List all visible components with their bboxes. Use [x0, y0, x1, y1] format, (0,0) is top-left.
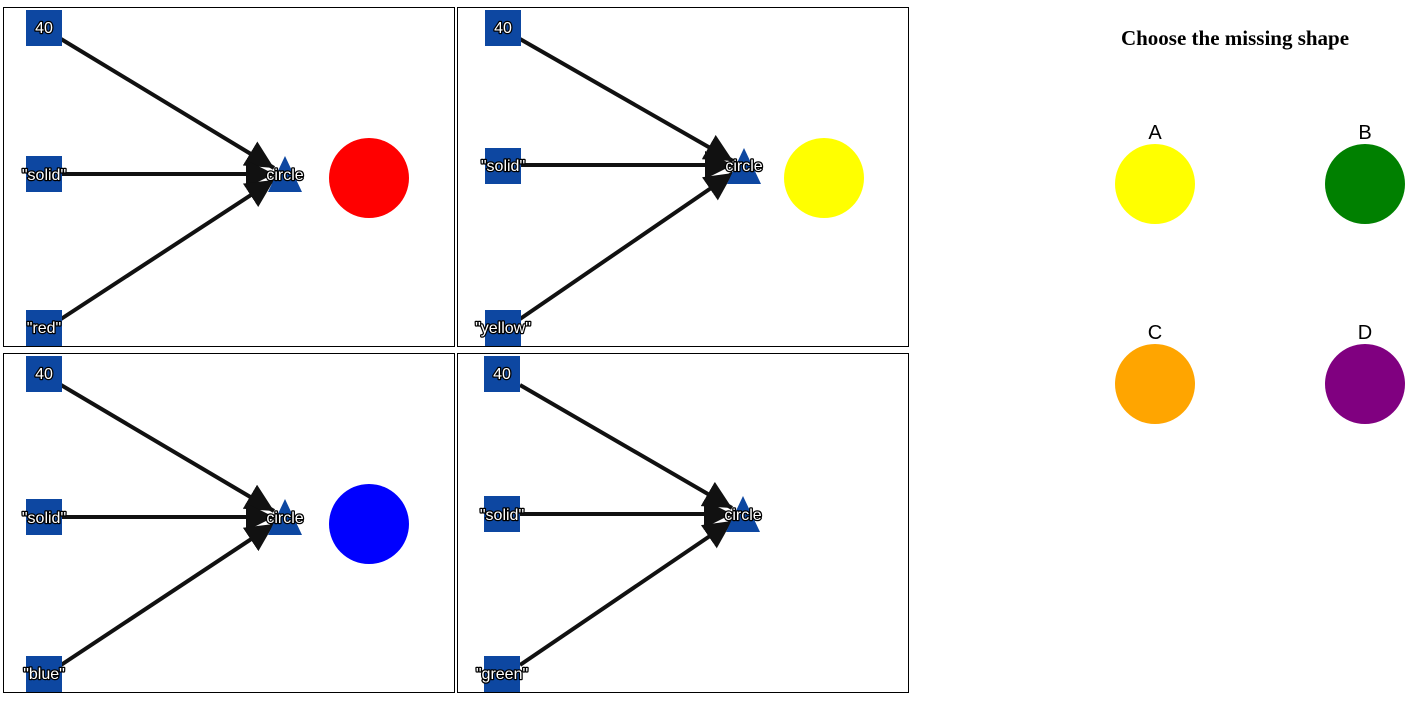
edge-size-to-output — [519, 37, 734, 163]
graph-diagram: 40 "solid" "yellow" circle — [474, 10, 864, 346]
option-d-circle[interactable] — [1325, 344, 1405, 424]
edge-color-to-output — [59, 522, 276, 667]
input-node-color — [485, 310, 521, 346]
input-node-size — [26, 356, 62, 392]
input-label-color: "yellow" — [475, 320, 531, 337]
input-label-style: "solid" — [22, 167, 66, 184]
option-b-circle[interactable] — [1325, 144, 1405, 224]
edge-size-to-output — [59, 37, 276, 170]
edge-color-to-output — [59, 178, 276, 321]
output-label: circle — [266, 510, 303, 527]
input-node-style — [484, 496, 520, 532]
input-label-style: "solid" — [481, 158, 525, 175]
input-label-style: "solid" — [22, 510, 66, 527]
option-c-label: C — [1147, 322, 1163, 344]
edge-color-to-output — [518, 171, 735, 321]
input-label-style: "solid" — [480, 507, 524, 524]
graph-diagram: 40 "solid" "blue" circle — [21, 356, 409, 692]
input-label-size: 40 — [494, 20, 512, 37]
input-node-style — [26, 499, 62, 535]
input-label-color: "green" — [476, 666, 528, 683]
result-shape — [329, 484, 409, 564]
input-node-color — [484, 656, 520, 692]
result-shape — [784, 138, 864, 218]
option-c[interactable]: C — [1115, 322, 1195, 424]
option-c-circle[interactable] — [1115, 344, 1195, 424]
option-b-label: B — [1358, 122, 1372, 144]
input-node-color — [26, 310, 62, 346]
output-node — [268, 499, 302, 535]
output-node — [727, 148, 761, 184]
input-node-size — [484, 356, 520, 392]
option-a-circle[interactable] — [1115, 144, 1195, 224]
option-a[interactable]: A — [1115, 122, 1195, 224]
input-label-size: 40 — [35, 20, 53, 37]
input-label-color: "blue" — [23, 666, 65, 683]
graph-diagram: 40 "solid" "green" circle — [475, 356, 763, 692]
option-d[interactable]: D — [1325, 322, 1405, 424]
output-node — [726, 496, 760, 532]
question-title: Choose the missing shape — [1120, 26, 1350, 50]
input-label-color: "red" — [27, 320, 61, 337]
option-b[interactable]: B — [1325, 122, 1405, 224]
output-label: circle — [266, 167, 303, 184]
input-node-color — [26, 656, 62, 692]
input-node-style — [485, 148, 521, 184]
output-label: circle — [725, 158, 762, 175]
edge-color-to-output — [518, 519, 734, 667]
input-node-size — [26, 10, 62, 46]
output-label: circle — [724, 507, 761, 524]
example-panel-2: 40 "solid" "yellow" circle — [457, 7, 909, 347]
option-d-label: D — [1357, 322, 1373, 344]
query-panel: 40 "solid" "green" circle — [457, 353, 909, 693]
example-panel-3: 40 "solid" "blue" circle — [3, 353, 455, 693]
result-shape — [329, 138, 409, 218]
option-a-label: A — [1148, 122, 1162, 144]
output-node — [268, 156, 302, 192]
input-label-size: 40 — [493, 366, 511, 383]
example-panel-1: 40 "solid" "red" circle — [3, 7, 455, 347]
input-node-style — [26, 156, 62, 192]
graph-diagram: 40 "solid" "red" circle — [21, 10, 409, 346]
input-label-size: 40 — [35, 366, 53, 383]
input-node-size — [485, 10, 521, 46]
edge-size-to-output — [59, 383, 276, 513]
edge-size-to-output — [518, 383, 734, 510]
